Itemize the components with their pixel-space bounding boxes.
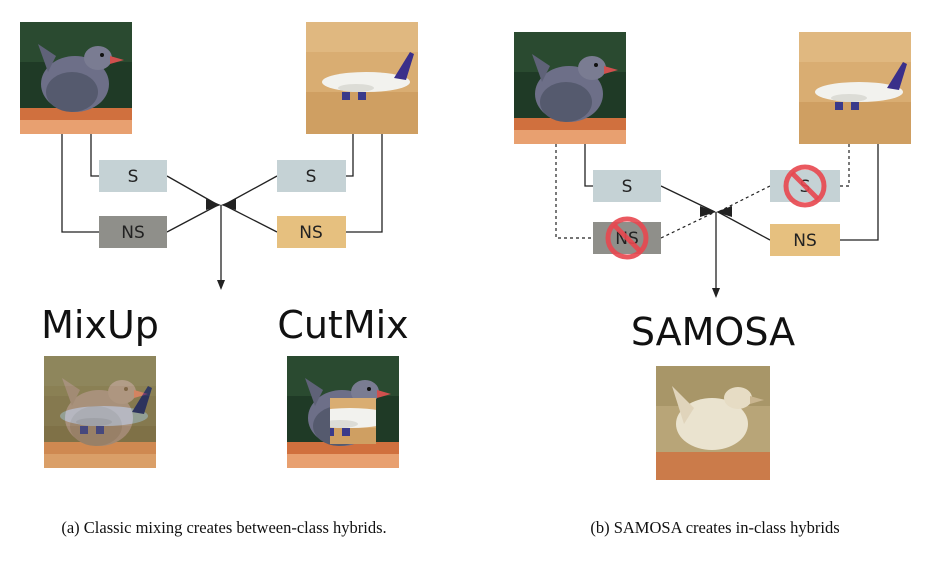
connector-lines	[61, 134, 383, 282]
box-s-left	[99, 160, 167, 192]
mixup-result-image	[44, 356, 156, 468]
box-s-left-label: S	[622, 177, 633, 197]
box-s-left	[593, 170, 661, 202]
connector-lines-dashed	[555, 144, 850, 239]
box-s-right-label: S	[306, 167, 317, 187]
samosa-result-image	[656, 366, 770, 480]
mixup-title: MixUp	[41, 303, 159, 347]
down-arrow-icon	[217, 280, 225, 290]
box-ns-right	[277, 216, 346, 248]
bird-image	[514, 32, 626, 144]
box-ns-right	[770, 224, 840, 256]
bird-image	[20, 22, 132, 134]
cutmix-result-image	[287, 356, 399, 468]
box-ns-left	[99, 216, 167, 248]
box-ns-right-label: NS	[299, 223, 323, 243]
caption-b: (b) SAMOSA creates in-class hybrids	[590, 518, 839, 537]
panel-a: S NS S NS MixUp CutMix (a) Classic mixin…	[20, 22, 418, 537]
samosa-title: SAMOSA	[631, 310, 795, 354]
panel-b: S NS S NS SAMOSA (b) SAMOSA creates in-c…	[514, 32, 911, 537]
airplane-image	[306, 22, 418, 134]
box-ns-right-label: NS	[793, 231, 817, 251]
caption-a: (a) Classic mixing creates between-class…	[61, 518, 386, 537]
connector-lines-solid	[584, 144, 879, 290]
box-s-right	[277, 160, 346, 192]
cutmix-title: CutMix	[277, 303, 408, 347]
down-arrow-icon	[712, 288, 720, 298]
airplane-image	[799, 32, 911, 144]
box-s-left-label: S	[128, 167, 139, 187]
box-ns-left-label: NS	[121, 223, 145, 243]
